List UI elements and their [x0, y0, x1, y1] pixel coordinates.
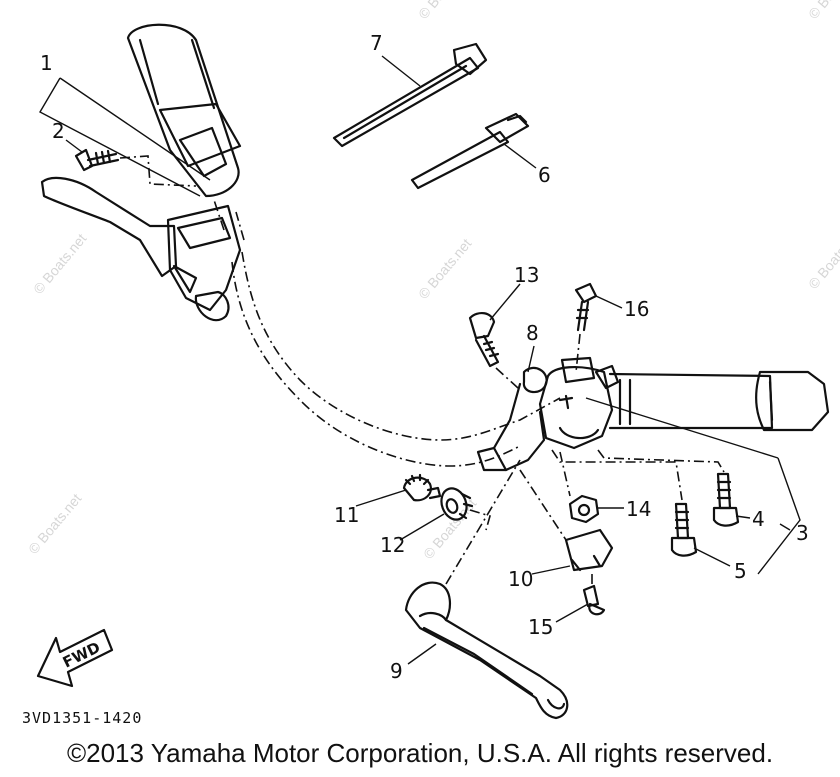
part-2-bolt — [74, 148, 120, 172]
leader-8 — [527, 345, 535, 373]
watermark-7: © Boats.net — [805, 0, 840, 22]
part-12-nut — [440, 487, 474, 521]
leader-9 — [407, 643, 437, 665]
callout-3: 3 — [796, 521, 809, 545]
leader-13 — [489, 283, 521, 321]
part-11-adjuster — [402, 473, 442, 502]
callout-10: 10 — [508, 567, 533, 591]
leader-5 — [693, 547, 731, 567]
callout-12: 12 — [380, 533, 405, 557]
watermark-6: © Boats.net — [805, 225, 840, 292]
callout-8: 8 — [526, 321, 539, 345]
part-7-cable-tie — [332, 42, 488, 148]
part-9-lever — [404, 581, 569, 720]
leader-11-12-dash — [469, 509, 491, 531]
callout-4: 4 — [752, 507, 765, 531]
part-4-screw — [712, 472, 740, 527]
callout-9: 9 — [390, 659, 403, 683]
leader-11 — [355, 489, 407, 507]
drawing-code: 3VD1351-1420 — [22, 709, 143, 727]
watermark-5: © Boats.net — [415, 0, 474, 22]
part-15-screw — [582, 584, 606, 616]
leader-13-dash — [495, 367, 519, 389]
right-lever-perch — [476, 356, 620, 472]
leader-16-dash — [575, 333, 581, 373]
callout-16: 16 — [624, 297, 649, 321]
callout-1: 1 — [40, 51, 53, 75]
callout-6: 6 — [538, 163, 551, 187]
leader-2 — [65, 139, 83, 153]
leader-15 — [555, 603, 589, 623]
leader-12 — [399, 513, 445, 541]
part-10-switch — [564, 528, 614, 572]
callout-5: 5 — [734, 559, 747, 583]
part-14-nut — [568, 494, 600, 524]
handlebar-outline-upper — [213, 199, 245, 241]
leader-3 — [585, 397, 791, 531]
watermark-2: © Boats.net — [415, 235, 474, 302]
callout-7: 7 — [370, 31, 383, 55]
callout-numbers: 1 2 7 6 13 16 8 11 12 14 4 3 5 10 15 9 — [40, 31, 809, 683]
leader-16 — [595, 295, 623, 309]
fwd-label: FWD — [60, 638, 103, 671]
bracket-3 — [757, 457, 801, 575]
part-6-cable-tie — [410, 112, 530, 190]
callout-15: 15 — [528, 615, 553, 639]
left-lever-assembly — [40, 176, 242, 322]
right-grip — [608, 370, 830, 432]
leader-4 — [735, 515, 751, 519]
part-13-bolt — [468, 312, 500, 368]
watermark-1: © Boats.net — [30, 230, 89, 297]
part-16-screw — [574, 282, 598, 332]
fwd-arrow-icon: FWD — [36, 628, 114, 688]
copyright-notice: ©2013 Yamaha Motor Corporation, U.S.A. A… — [66, 738, 774, 768]
leader-6 — [503, 143, 537, 169]
leader-14-dash — [559, 451, 571, 497]
callout-13: 13 — [514, 263, 539, 287]
leader-1 — [39, 77, 211, 197]
watermark-3: © Boats.net — [25, 490, 84, 557]
callout-11: 11 — [334, 503, 359, 527]
handlebar-outline — [231, 251, 561, 467]
leader-9-dash — [445, 459, 521, 585]
leader-lines — [39, 55, 791, 665]
leader-10-dash — [519, 469, 567, 541]
leader-10 — [531, 565, 571, 575]
part-5-screw — [670, 502, 698, 557]
callout-2: 2 — [52, 119, 65, 143]
leader-7 — [381, 55, 421, 87]
leader-4-5-dash — [551, 449, 725, 501]
left-grip — [126, 23, 242, 198]
callout-14: 14 — [626, 497, 651, 521]
